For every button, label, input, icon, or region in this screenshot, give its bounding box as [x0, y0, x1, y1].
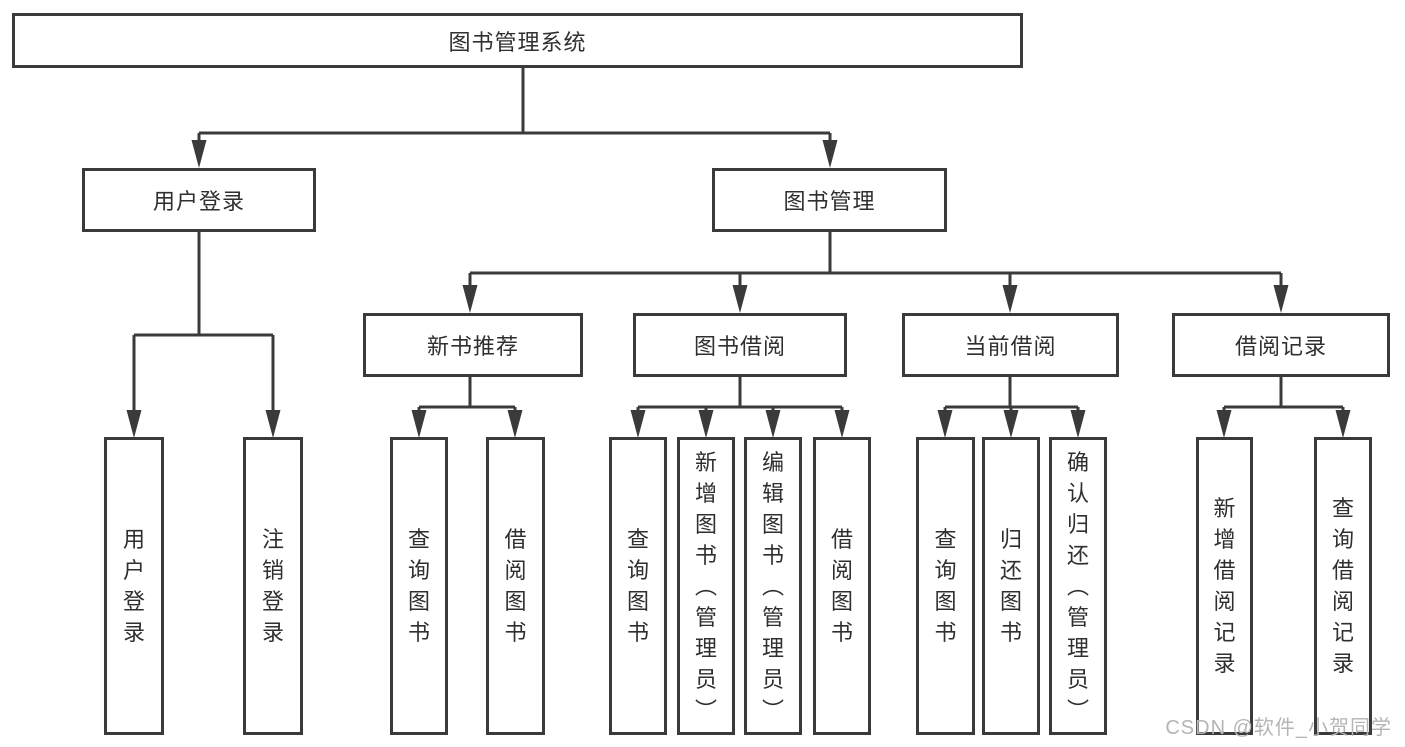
leaf-newbook-query-books-label: 查 询 图 书 — [407, 527, 430, 645]
leaf-records-query-record-label: 查 询 借 阅 记 录 — [1331, 496, 1354, 676]
leaf-borrowing-query-books: 查 询 图 书 — [609, 437, 667, 735]
leaf-borrowing-borrow-books-label: 借 阅 图 书 — [830, 527, 853, 645]
leaf-logout-label: 注 销 登 录 — [261, 527, 284, 645]
leaf-borrowing-add-books-admin-label: 新 增 图 书 ︵ 管 理 员 ︶ — [694, 449, 717, 723]
node-current-borrowing: 当前借阅 — [902, 313, 1119, 377]
leaf-user-login: 用 户 登 录 — [104, 437, 164, 735]
leaf-borrowing-query-books-label: 查 询 图 书 — [626, 527, 649, 645]
node-borrowing-records: 借阅记录 — [1172, 313, 1390, 377]
leaf-current-confirm-return-admin: 确 认 归 还 ︵ 管 理 员 ︶ — [1049, 437, 1107, 735]
leaf-current-return-books-label: 归 还 图 书 — [999, 527, 1022, 645]
leaf-borrowing-borrow-books: 借 阅 图 书 — [813, 437, 871, 735]
leaf-newbook-borrow-books: 借 阅 图 书 — [486, 437, 545, 735]
leaf-borrowing-edit-books-admin-label: 编 辑 图 书 ︵ 管 理 员 ︶ — [761, 449, 784, 723]
leaf-logout: 注 销 登 录 — [243, 437, 303, 735]
leaf-current-query-books: 查 询 图 书 — [916, 437, 975, 735]
leaf-newbook-borrow-books-label: 借 阅 图 书 — [504, 527, 527, 645]
node-book-management: 图书管理 — [712, 168, 947, 232]
leaf-current-query-books-label: 查 询 图 书 — [934, 527, 957, 645]
node-new-book-recommendation: 新书推荐 — [363, 313, 583, 377]
leaf-borrowing-add-books-admin: 新 增 图 书 ︵ 管 理 员 ︶ — [677, 437, 735, 735]
leaf-user-login-label: 用 户 登 录 — [122, 527, 145, 645]
node-library-management-system: 图书管理系统 — [12, 13, 1023, 68]
node-user-login: 用户登录 — [82, 168, 316, 232]
csdn-watermark: CSDN @软件_小贺同学 — [1165, 717, 1392, 739]
leaf-records-query-record: 查 询 借 阅 记 录 — [1314, 437, 1372, 735]
leaf-current-confirm-return-admin-label: 确 认 归 还 ︵ 管 理 员 ︶ — [1066, 449, 1089, 723]
leaf-borrowing-edit-books-admin: 编 辑 图 书 ︵ 管 理 员 ︶ — [744, 437, 802, 735]
leaf-current-return-books: 归 还 图 书 — [982, 437, 1040, 735]
leaf-records-add-record-label: 新 增 借 阅 记 录 — [1213, 496, 1236, 676]
node-book-borrowing: 图书借阅 — [633, 313, 847, 377]
leaf-newbook-query-books: 查 询 图 书 — [390, 437, 448, 735]
leaf-records-add-record: 新 增 借 阅 记 录 — [1196, 437, 1253, 735]
